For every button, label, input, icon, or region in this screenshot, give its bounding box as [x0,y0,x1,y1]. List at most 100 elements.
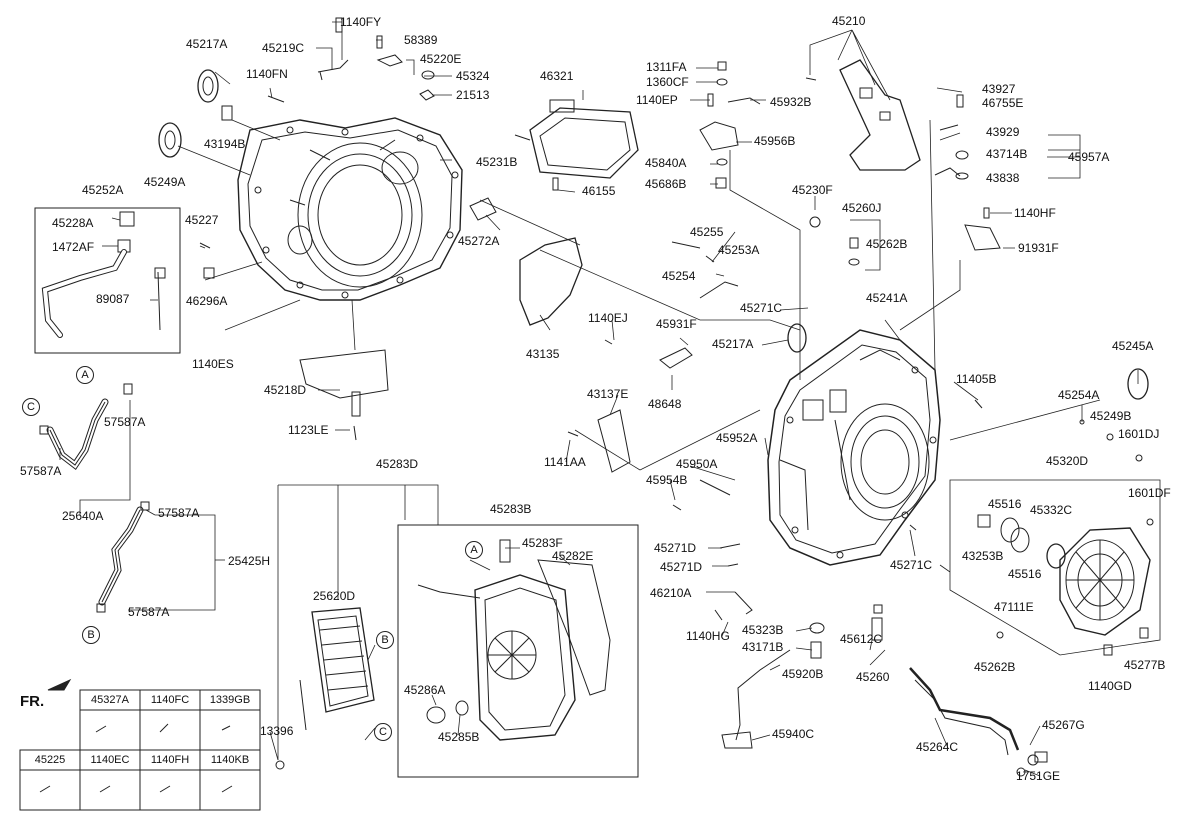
part-label: 45272A [458,234,500,248]
part-label: 45932B [770,95,812,109]
part-label: 45282E [552,549,594,563]
part-label: 46755E [982,96,1024,110]
part-label: 1360CF [646,75,689,89]
part-label: 1123LE [288,423,329,437]
oil-filter-part [514,99,639,191]
part-label: 45954B [646,473,688,487]
part-label: 45267G [1042,718,1085,732]
fastener-cell: 45327A [91,694,129,706]
part-label: 43171B [742,640,784,654]
part-label: 45260J [842,201,882,215]
part-label: 45254 [662,269,696,283]
valve-body-box [397,524,639,778]
mount-bracket-part [805,59,921,171]
part-label: 45264C [916,740,959,754]
fastener-table-grid [19,678,261,811]
part-label: 1601DF [1128,486,1171,500]
part-label: 45230F [792,183,833,197]
part-label: 45612C [840,632,883,646]
part-label: 45271D [660,560,703,574]
part-label: 45920B [782,667,824,681]
part-label: 1601DJ [1118,427,1160,441]
part-label: 45262B [866,237,908,251]
ref-circle-c: C [22,398,40,416]
part-label: 45260 [856,670,890,684]
part-label: 1140FY [340,15,382,29]
part-label: 45271C [740,301,783,315]
part-label: 58389 [404,33,438,47]
baffle-part [519,237,583,326]
part-label: 45228A [52,216,94,230]
part-label: 45271D [654,541,697,555]
front-indicator: FR. [20,693,45,710]
part-label: 45324 [456,69,490,83]
part-label: 89087 [96,292,130,306]
part-label: 45940C [772,727,815,741]
ref-circle-a: A [465,541,483,559]
part-label: 45217A [712,337,754,351]
fastener-cell: 1140FC [150,694,190,706]
rear-cover-part [977,514,1154,656]
part-label: 11405B [956,372,997,386]
seal-parts-left [158,17,497,441]
fastener-cell: 45225 [34,754,66,766]
part-label: 47111E [994,600,1034,614]
part-label: 1472AF [52,240,95,254]
part-label: 45950A [676,457,718,471]
part-label: 45271C [890,558,933,572]
part-label: 1140HG [686,629,730,643]
part-label: 21513 [456,88,490,102]
fastener-cell: 1140KB [210,754,250,766]
ref-circle-c: C [374,723,392,741]
part-label: 45323B [742,623,784,637]
part-label: 1751GE [1016,769,1061,783]
bell-housing-part [237,117,463,301]
part-label: 45227 [185,213,219,227]
part-label: 48648 [648,397,682,411]
part-label: 45252A [82,183,124,197]
part-label: 43135 [526,347,560,361]
part-label: 43714B [986,147,1028,161]
part-label: 45516 [1008,567,1042,581]
part-label: 45285B [438,730,480,744]
lower-sensor-parts [721,604,1048,777]
part-label: 45332C [1030,503,1073,517]
part-label: 45249A [144,175,186,189]
part-label: 13396 [260,724,294,738]
part-label: 1141AA [544,455,586,469]
part-label: 57587A [104,415,146,429]
part-label: 43253B [962,549,1004,563]
part-label: 46210A [650,586,692,600]
part-label: 45283B [490,502,532,516]
part-label: 45516 [988,497,1022,511]
part-label: 25640A [62,509,104,523]
part-label: 45283F [522,536,563,550]
part-label: 25425H [228,554,271,568]
part-label: 1311FA [646,60,687,74]
part-label: 45320D [1046,454,1089,468]
part-label: 45219C [262,41,305,55]
ref-circle-b: B [376,631,394,649]
part-label: 45241A [866,291,908,305]
part-label: 45255 [690,225,724,239]
sensor-parts [567,61,1149,621]
part-label: 45956B [754,134,796,148]
part-label: 57587A [158,506,200,520]
part-label: 57587A [128,605,170,619]
fastener-cell: 1140EC [90,754,130,766]
part-label: 45957A [1068,150,1110,164]
part-label: 45210 [832,14,866,28]
part-label: 45254A [1058,388,1100,402]
part-label: 45231B [476,155,518,169]
part-label: 45283D [376,457,419,471]
part-label: 57587A [20,464,62,478]
part-label: 91931F [1018,241,1059,255]
part-label: 43927 [982,82,1016,96]
part-label: 45840A [645,156,687,170]
part-label: 43929 [986,125,1020,139]
ref-circle-a: A [76,366,94,384]
part-label: 45931F [656,317,697,331]
main-case-part [767,329,941,566]
part-label: 45245A [1112,339,1154,353]
